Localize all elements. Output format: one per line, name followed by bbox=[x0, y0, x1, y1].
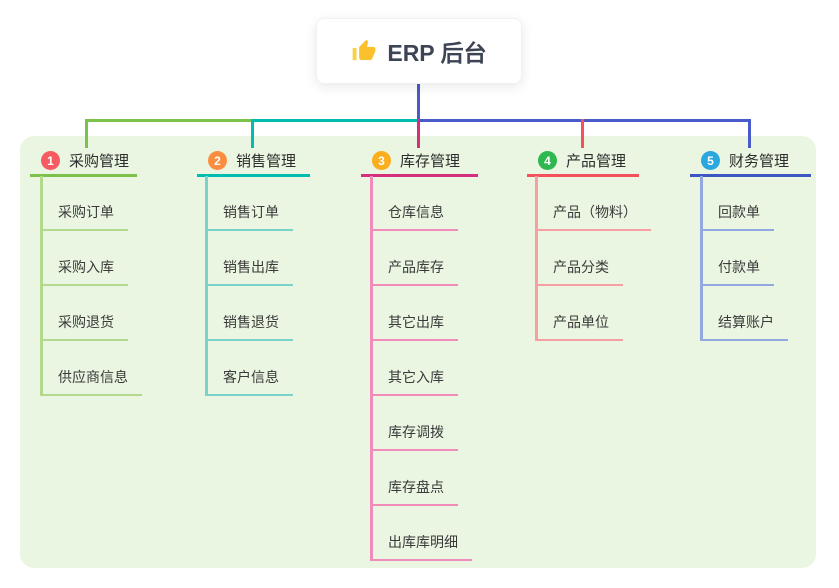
child-node[interactable]: 出库库明细 bbox=[370, 532, 472, 561]
branch-drop-line-2 bbox=[251, 119, 254, 148]
bus-segment-teal bbox=[251, 119, 420, 122]
thumbs-up-icon bbox=[351, 38, 377, 64]
child-node[interactable]: 库存盘点 bbox=[370, 477, 458, 506]
branch-spine-line bbox=[535, 176, 538, 340]
bus-segment-green bbox=[85, 119, 254, 122]
branch-drop-line-4 bbox=[581, 119, 584, 148]
child-node[interactable]: 仓库信息 bbox=[370, 202, 458, 231]
root-trunk-line bbox=[417, 84, 420, 122]
branch-node-5[interactable]: 5 财务管理 bbox=[690, 147, 811, 177]
root-node-label: ERP 后台 bbox=[387, 40, 487, 66]
branch-label: 产品管理 bbox=[566, 153, 627, 170]
branch-label: 库存管理 bbox=[400, 153, 461, 170]
child-node[interactable]: 采购订单 bbox=[40, 202, 128, 231]
child-node[interactable]: 产品库存 bbox=[370, 257, 458, 286]
branch-number-badge: 4 bbox=[538, 151, 557, 170]
child-node[interactable]: 采购入库 bbox=[40, 257, 128, 286]
branch-drop-line-1 bbox=[85, 119, 88, 148]
branch-label: 销售管理 bbox=[236, 153, 297, 170]
branch-spine-line bbox=[370, 176, 373, 560]
branch-drop-line-3 bbox=[417, 119, 420, 148]
bus-segment-blue bbox=[417, 119, 751, 122]
child-node[interactable]: 销售订单 bbox=[205, 202, 293, 231]
branch-node-3[interactable]: 3 库存管理 bbox=[361, 147, 478, 177]
branch-label: 财务管理 bbox=[729, 153, 790, 170]
branch-number-badge: 1 bbox=[41, 151, 60, 170]
branch-node-2[interactable]: 2 销售管理 bbox=[197, 147, 310, 177]
child-node[interactable]: 结算账户 bbox=[700, 312, 788, 341]
branch-node-1[interactable]: 1 采购管理 bbox=[30, 147, 137, 177]
branch-node-4[interactable]: 4 产品管理 bbox=[527, 147, 639, 177]
child-node[interactable]: 回款单 bbox=[700, 202, 774, 231]
branch-number-badge: 2 bbox=[208, 151, 227, 170]
child-node[interactable]: 付款单 bbox=[700, 257, 774, 286]
branch-number-badge: 3 bbox=[372, 151, 391, 170]
child-node[interactable]: 销售退货 bbox=[205, 312, 293, 341]
child-node[interactable]: 其它出库 bbox=[370, 312, 458, 341]
child-node[interactable]: 产品分类 bbox=[535, 257, 623, 286]
root-node[interactable]: ERP 后台 bbox=[316, 18, 522, 84]
branch-label: 采购管理 bbox=[69, 153, 130, 170]
child-node[interactable]: 销售出库 bbox=[205, 257, 293, 286]
child-node[interactable]: 库存调拨 bbox=[370, 422, 458, 451]
child-node[interactable]: 供应商信息 bbox=[40, 367, 142, 396]
child-node[interactable]: 采购退货 bbox=[40, 312, 128, 341]
child-node[interactable]: 客户信息 bbox=[205, 367, 293, 396]
child-node[interactable]: 其它入库 bbox=[370, 367, 458, 396]
branch-drop-line-5 bbox=[748, 119, 751, 148]
branch-spine-line bbox=[700, 176, 703, 340]
child-node[interactable]: 产品（物料） bbox=[535, 202, 651, 231]
child-node[interactable]: 产品单位 bbox=[535, 312, 623, 341]
branches-panel bbox=[20, 136, 816, 568]
branch-number-badge: 5 bbox=[701, 151, 720, 170]
